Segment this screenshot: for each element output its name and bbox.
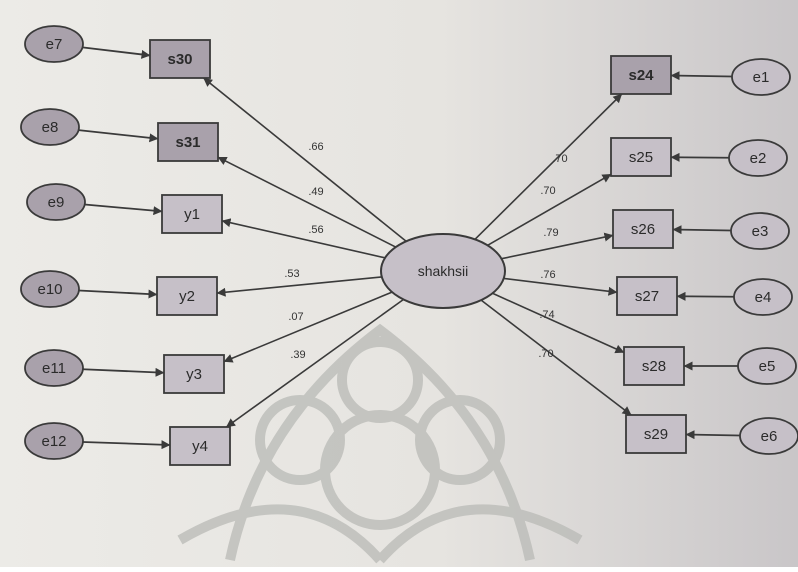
error-node-e1: e1 [732,59,790,95]
observed-node-s26: s26 [613,210,673,248]
observed-label-s30: s30 [167,51,192,68]
error-label-e8: e8 [42,119,59,136]
observed-label-y1: y1 [184,206,200,223]
observed-label-s28: s28 [642,358,666,375]
coefficient-s28: .74 [539,309,554,321]
error-node-e11: e11 [25,350,83,386]
coefficient-s31: .49 [308,186,323,198]
observed-node-y3: y3 [164,355,224,393]
observed-node-s31: s31 [158,123,218,161]
observed-label-s26: s26 [631,221,655,238]
observed-label-s25: s25 [629,149,653,166]
latent-label: shakhsii [418,263,469,279]
observed-node-s27: s27 [617,277,677,315]
error-node-e4: e4 [734,279,792,315]
coefficient-s27: .76 [540,269,555,281]
observed-node-s24: s24 [611,56,671,94]
error-label-e6: e6 [761,428,778,445]
error-arrow-e6 [686,435,740,436]
coefficient-s25: .70 [540,185,555,197]
error-node-e12: e12 [25,423,83,459]
coefficient-s29: .70 [538,348,553,360]
observed-label-s31: s31 [175,134,200,151]
error-label-e3: e3 [752,223,769,240]
observed-node-y4: y4 [170,427,230,465]
observed-label-y3: y3 [186,366,202,383]
error-label-e12: e12 [41,433,66,450]
coefficient-y1: .56 [308,224,323,236]
error-node-e5: e5 [738,348,796,384]
coefficient-s24: .70 [552,153,567,165]
error-node-e8: e8 [21,109,79,145]
error-label-e1: e1 [753,69,770,86]
observed-label-s27: s27 [635,288,659,305]
observed-label-s29: s29 [644,426,668,443]
observed-node-s28: s28 [624,347,684,385]
error-label-e11: e11 [42,360,66,377]
error-node-e7: e7 [25,26,83,62]
latent-node-shakhsii: shakhsii [381,234,505,308]
observed-label-y2: y2 [179,288,195,305]
coefficient-s26: .79 [543,227,558,239]
error-arrow-e1 [671,76,732,77]
coefficient-y4: .39 [290,349,305,361]
error-label-e4: e4 [755,289,772,306]
error-label-e5: e5 [759,358,776,375]
observed-label-y4: y4 [192,438,208,455]
coefficient-s30: .66 [308,141,323,153]
error-node-e3: e3 [731,213,789,249]
observed-node-s29: s29 [626,415,686,453]
observed-node-y2: y2 [157,277,217,315]
coefficient-y3: .07 [288,311,303,323]
observed-label-s24: s24 [628,67,654,84]
error-label-e9: e9 [48,194,65,211]
coefficient-y2: .53 [284,268,299,280]
error-label-e10: e10 [37,281,62,298]
error-node-e2: e2 [729,140,787,176]
error-arrow-e3 [673,230,731,231]
observed-node-y1: y1 [162,195,222,233]
error-node-e6: e6 [740,418,798,454]
error-label-e2: e2 [750,150,767,167]
error-node-e10: e10 [21,271,79,307]
error-label-e7: e7 [46,36,63,53]
error-node-e9: e9 [27,184,85,220]
observed-node-s25: s25 [611,138,671,176]
observed-node-s30: s30 [150,40,210,78]
